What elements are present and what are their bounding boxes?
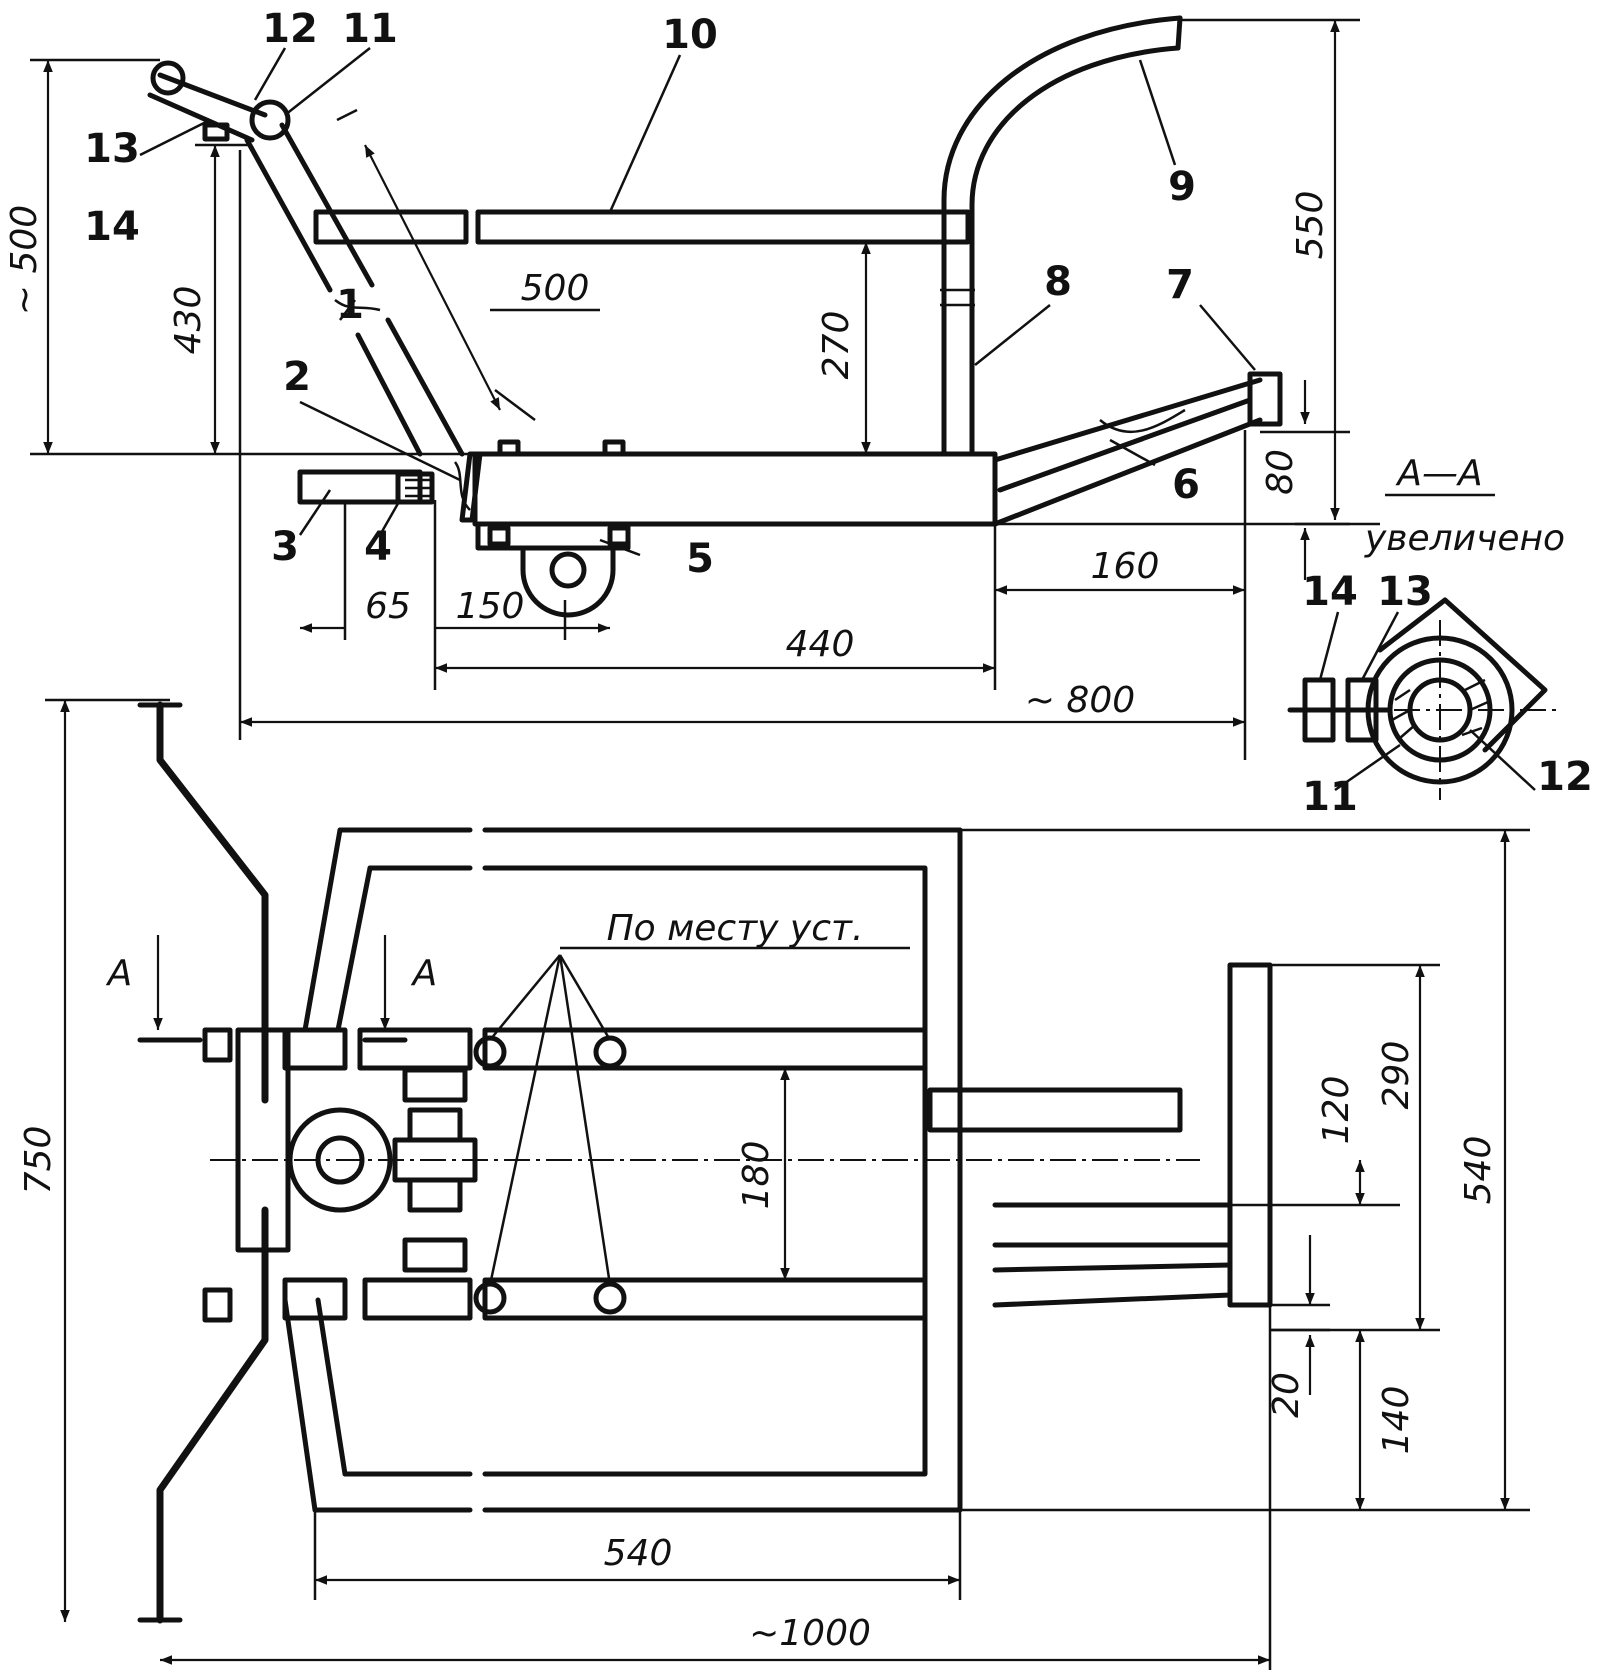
side-view <box>30 15 1380 760</box>
frame-outer <box>312 827 963 1513</box>
footrest-bar <box>1227 962 1273 1308</box>
label-3: 3 <box>271 524 299 570</box>
handlebar-upper <box>156 701 269 1104</box>
label-14: 14 <box>84 204 140 250</box>
dim-frame-length: 540 <box>604 1533 673 1574</box>
joint-piece <box>459 451 483 523</box>
handle-end <box>150 60 186 96</box>
foot-strut-top <box>992 377 1263 463</box>
seat-post-stub <box>927 1087 1183 1133</box>
dim-120: 120 <box>1316 1076 1357 1145</box>
label-6: 6 <box>1172 462 1200 508</box>
label-2: 2 <box>283 354 311 400</box>
label-1: 1 <box>336 282 364 328</box>
handle-grip-top <box>157 72 268 118</box>
lower-rail <box>482 1277 928 1321</box>
dim-footrest-width: 290 <box>1376 1041 1417 1110</box>
handlebar-lower <box>156 1206 269 1624</box>
label-8: 8 <box>1044 259 1072 305</box>
label-4: 4 <box>364 524 392 570</box>
dim-20: 20 <box>1266 1372 1307 1418</box>
dim-rail-gap: 180 <box>736 1141 777 1210</box>
steering-column <box>235 1027 291 1253</box>
dim-handlebar-span: 750 <box>18 1126 59 1195</box>
backrest-inner <box>969 45 1181 457</box>
label-5: 5 <box>686 536 714 582</box>
label-10: 10 <box>662 12 718 58</box>
dim-140: 140 <box>1376 1386 1417 1455</box>
dim-160: 160 <box>1091 546 1160 587</box>
dim-foot-rise: 80 <box>1260 449 1301 495</box>
dim-overall-length: ~1000 <box>749 1613 871 1654</box>
section-title: A—A <box>1395 453 1482 494</box>
dim-length: ~ 800 <box>1025 680 1135 721</box>
seat-right <box>475 209 971 245</box>
install-note: По месту уст. <box>607 908 864 949</box>
steering-tube-upper-2 <box>279 122 375 288</box>
hitch-bracket <box>395 471 435 505</box>
handle-grip-bottom <box>147 92 255 143</box>
section-label-12: 12 <box>1537 754 1593 800</box>
section-a-right: A <box>411 953 438 994</box>
steering-tube-upper <box>244 137 333 293</box>
frame-inner <box>342 865 928 1477</box>
section-label-13: 13 <box>1377 569 1433 615</box>
section-a-a <box>1287 493 1560 800</box>
dim-frame-width: 540 <box>1458 1136 1499 1205</box>
dim-total-height: ~ 500 <box>4 205 45 315</box>
label-7: 7 <box>1166 262 1194 308</box>
upper-rail <box>482 1027 928 1071</box>
foot-strut-bottom <box>992 417 1263 527</box>
section-label-14: 14 <box>1302 569 1358 615</box>
wheel-fork <box>520 545 616 618</box>
section-a-left: A <box>106 953 133 994</box>
backrest-outer <box>941 15 1183 457</box>
dim-440: 440 <box>786 624 855 665</box>
dim-65: 65 <box>365 586 411 627</box>
dim-handle-height: 430 <box>168 286 209 355</box>
handle-pivot <box>249 99 291 141</box>
label-12: 12 <box>262 6 318 52</box>
label-9: 9 <box>1168 164 1196 210</box>
dim-back-height: 550 <box>1290 191 1331 260</box>
base-rail <box>472 451 998 527</box>
dim-tube-length: 500 <box>521 268 590 309</box>
dim-150: 150 <box>456 586 525 627</box>
section-label-11: 11 <box>1302 774 1358 820</box>
dim-seat-height: 270 <box>816 311 857 380</box>
label-13: 13 <box>84 126 140 172</box>
label-11: 11 <box>342 6 398 52</box>
top-view <box>45 698 1530 1670</box>
section-subtitle: увеличено <box>1364 518 1565 559</box>
foot-cap <box>1247 371 1283 427</box>
wheel-axle <box>549 551 587 589</box>
